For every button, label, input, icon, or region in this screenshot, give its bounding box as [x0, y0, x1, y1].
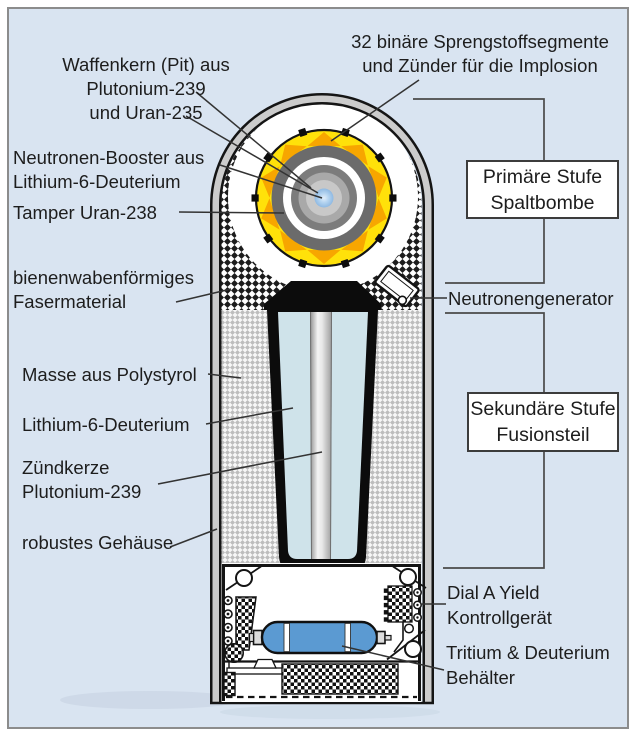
label-neutron-generator: Neutronengenerator — [448, 288, 614, 309]
casing-gray-band — [212, 95, 432, 703]
spark-plug-outline — [310, 311, 332, 560]
wire — [393, 622, 404, 653]
pointer-polystyrene — [207, 373, 242, 379]
primary-bracket — [413, 98, 545, 160]
label-weapon-pit: Waffenkern (Pit) aus Plutonium-239 und U… — [62, 54, 230, 123]
corner-bolt — [399, 568, 417, 586]
primary-bracket-lower — [445, 219, 545, 284]
label-tritium-tank: Tritium & Deuterium Behälter — [446, 642, 610, 688]
lower-strip — [223, 658, 419, 697]
robust-casing — [210, 93, 434, 705]
checkered-disc — [224, 642, 245, 663]
secondary-bracket-upper — [445, 312, 545, 392]
label-fiber-material: bienenwabenförmiges Fasermaterial — [13, 267, 195, 312]
secondary-stage-box: Sekundäre Stufe Fusionsteil — [467, 392, 619, 452]
checkered-bracket — [235, 596, 257, 651]
dial-a-yield-unit — [383, 585, 422, 653]
pointer-casing — [169, 528, 218, 548]
left-rivets — [223, 595, 233, 646]
pointer-lines — [157, 79, 447, 671]
background-smudge — [220, 705, 440, 719]
secondary-bracket-lower — [443, 452, 545, 569]
pointer-explosive-segments — [330, 79, 420, 142]
control-section — [221, 563, 427, 702]
label-spark-plug: Zündkerze Plutonium-239 — [22, 457, 142, 502]
label-lithium-deuteride: Lithium-6-Deuterium — [22, 414, 190, 435]
background-smudge — [60, 691, 240, 709]
label-dial-a-yield: Dial A Yield Kontrollgerät — [447, 582, 552, 628]
pointer-booster — [219, 164, 323, 199]
primary-stage-sphere — [251, 127, 397, 269]
label-robust-casing: robustes Gehäuse — [22, 532, 174, 553]
pointer-spark-plug — [157, 451, 323, 485]
label-explosive-segments: 32 binäre Sprengstoffsegmente und Zünder… — [351, 31, 609, 76]
neutron-booster-center — [314, 188, 334, 208]
label-polystyrene: Masse aus Polystyrol — [22, 364, 197, 385]
label-tamper: Tamper Uran-238 — [13, 202, 157, 223]
pointer-tamper — [178, 211, 285, 214]
pointer-pit-1 — [195, 91, 312, 189]
tritium-deuterium-tank — [248, 620, 392, 655]
pointer-fiber — [175, 288, 232, 303]
pointer-tritium-tank — [341, 645, 445, 671]
pointer-pit-2 — [185, 115, 319, 194]
pointer-lithium — [205, 407, 294, 425]
secondary-stage — [264, 281, 381, 571]
spark-plug-rod — [310, 312, 332, 559]
label-neutron-booster: Neutronen-Booster aus Lithium-6-Deuteriu… — [13, 147, 205, 192]
stage-brackets — [413, 98, 545, 569]
corner-bolt — [235, 569, 253, 587]
primary-stage-box: Primäre Stufe Spaltbombe — [466, 160, 619, 219]
corner-bolt — [404, 640, 422, 658]
